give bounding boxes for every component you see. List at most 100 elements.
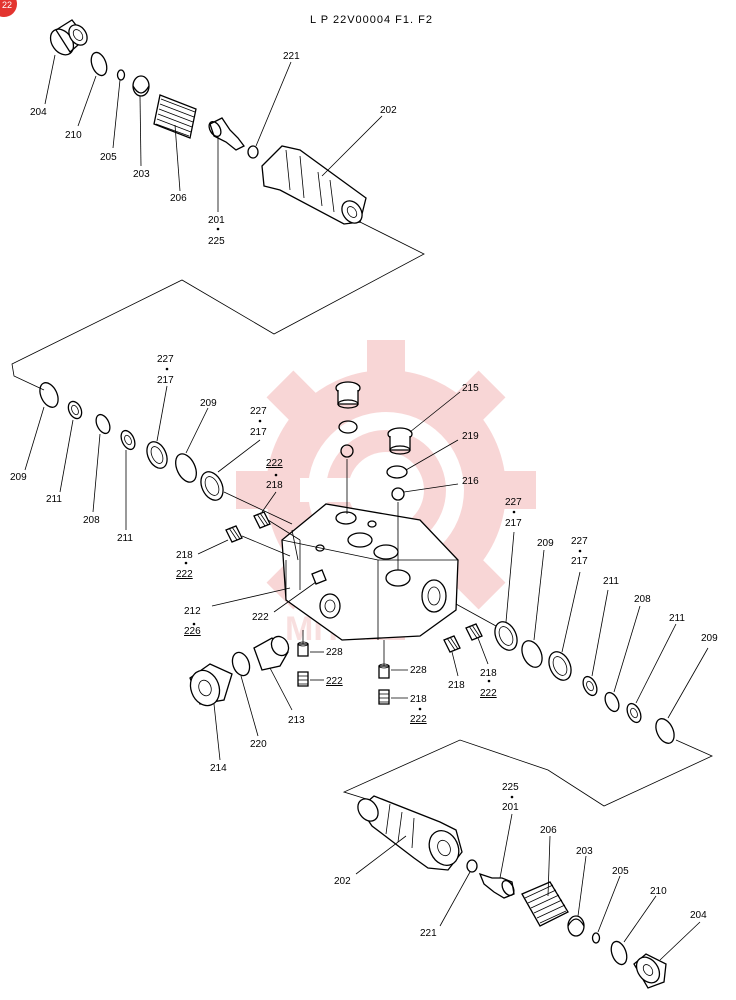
- screw-222-body: [311, 569, 327, 585]
- o-ring-210-top: [90, 51, 108, 77]
- label-211-right-b: 211: [669, 613, 685, 624]
- label-203-bottom: 203: [576, 846, 593, 857]
- ball-216-right: [391, 487, 405, 501]
- ring-208-right: [604, 691, 620, 713]
- needle-201-top: [208, 117, 245, 151]
- label-216: 216: [462, 476, 479, 487]
- poppet-203-top: [132, 75, 150, 97]
- assembly-outline-top: [11, 221, 425, 391]
- label-225-bottom: 225: [502, 782, 519, 793]
- label-212: 212: [184, 606, 201, 617]
- plug-204-bottom: [633, 953, 667, 989]
- label-222-bottom-a: 222: [326, 676, 343, 687]
- o-ring-209-right-a: [521, 640, 543, 668]
- bottom-relief-valve-assembly: 225 201 206 203 205 210 204 202 221: [334, 782, 707, 989]
- label-221-top: 221: [283, 51, 300, 62]
- plug-218-left: [225, 525, 243, 543]
- label-221-bottom: 221: [420, 928, 437, 939]
- label-204-bottom: 204: [690, 910, 707, 921]
- label-217-left-b: 217: [250, 427, 267, 438]
- left-seal-stack: 209 211 208 211 227 217 209 227 217: [10, 354, 293, 544]
- label-210-bottom: 210: [650, 886, 667, 897]
- label-209-right-b: 209: [701, 633, 718, 644]
- housing-202-top: [261, 145, 367, 225]
- ring-211-left-b: [120, 429, 136, 451]
- label-209-left-b: 209: [200, 398, 217, 409]
- ring-208-left: [95, 413, 111, 435]
- ball-216-upper: [340, 444, 354, 458]
- label-202-top: 202: [380, 105, 397, 116]
- label-226: 226: [184, 626, 201, 637]
- label-211-left-b: 211: [117, 533, 133, 544]
- label-206-top: 206: [170, 193, 187, 204]
- label-222-bottom-b: 222: [410, 714, 427, 725]
- label-209-left: 209: [10, 472, 27, 483]
- spring-206-bottom: [521, 881, 569, 927]
- o-ring-220: [231, 651, 251, 677]
- assembly-outline-bottom: [342, 739, 713, 807]
- ring-227-right-a: [494, 621, 518, 651]
- label-201-top: 201: [208, 215, 225, 226]
- label-222-right: 222: [480, 688, 497, 699]
- right-seal-stack: 227 217 209 227 217 211 208 211 209: [455, 497, 718, 744]
- o-ring-209-right-b: [655, 718, 675, 744]
- ring-211-right-a: [582, 675, 598, 697]
- nut-221-bottom: [466, 859, 478, 873]
- label-217-right-b: 217: [571, 556, 588, 567]
- label-227-right-a: 227: [505, 497, 522, 508]
- ring-211-left-a: [67, 400, 83, 420]
- label-218-right-a: 218: [448, 680, 465, 691]
- label-206-bottom: 206: [540, 825, 557, 836]
- label-208-left: 208: [83, 515, 100, 526]
- ring-205-top: [116, 69, 126, 81]
- label-202-bottom: 202: [334, 876, 351, 887]
- label-228-bottom-a: 228: [326, 647, 343, 658]
- label-218-left: 218: [176, 550, 193, 561]
- label-213: 213: [288, 715, 305, 726]
- label-205-top: 205: [100, 152, 117, 163]
- o-ring-210-bottom: [610, 940, 628, 966]
- top-plugs-215-219-216: 215 219 216: [335, 381, 479, 570]
- o-ring-209-left: [39, 382, 59, 408]
- ring-211-right-b: [626, 702, 642, 724]
- label-201-bottom: 201: [502, 802, 519, 813]
- label-209-right-a: 209: [537, 538, 554, 549]
- label-205-bottom: 205: [612, 866, 629, 877]
- o-ring-209-left-b: [175, 453, 197, 483]
- label-227-right-b: 227: [571, 536, 588, 547]
- ring-227-right-b: [548, 651, 572, 681]
- bottom-plugs: 228 222 228 218 222: [297, 630, 427, 725]
- label-203-top: 203: [133, 169, 150, 180]
- spring-206-top: [153, 94, 197, 139]
- label-218-center-top: 218: [266, 480, 283, 491]
- label-227-left-b: 227: [250, 406, 267, 417]
- label-219: 219: [462, 431, 479, 442]
- poppet-203-bottom: [567, 915, 585, 937]
- ring-205-bottom: [591, 932, 601, 944]
- needle-201-bottom: [478, 872, 515, 899]
- right-side-plugs: 218 218 222: [443, 623, 497, 699]
- label-228-bottom-b: 228: [410, 665, 427, 676]
- plug-204-top: [49, 19, 88, 56]
- label-218-right-b: 218: [480, 668, 497, 679]
- o-ring-219-right: [386, 465, 408, 479]
- label-225-top: 225: [208, 236, 225, 247]
- label-220: 220: [250, 739, 267, 750]
- ring-227-left-b: [200, 471, 224, 501]
- label-211-right-a: 211: [603, 576, 619, 587]
- svg-text:22: 22: [2, 0, 12, 10]
- label-215: 215: [462, 383, 479, 394]
- set-screw-218-left-top: [253, 511, 271, 529]
- label-222-center-top: 222: [266, 458, 283, 469]
- label-217-left: 217: [157, 375, 174, 386]
- label-210-top: 210: [65, 130, 82, 141]
- label-222-left: 222: [176, 569, 193, 580]
- label-214: 214: [210, 763, 227, 774]
- housing-202-bottom: [357, 795, 463, 871]
- valve-body-212: [281, 503, 459, 641]
- label-211-left: 211: [46, 494, 62, 505]
- top-relief-valve-assembly: 204 210 205 203 206 201 225 221 202: [30, 19, 397, 247]
- nut-221-top: [247, 145, 259, 159]
- label-204-top: 204: [30, 107, 47, 118]
